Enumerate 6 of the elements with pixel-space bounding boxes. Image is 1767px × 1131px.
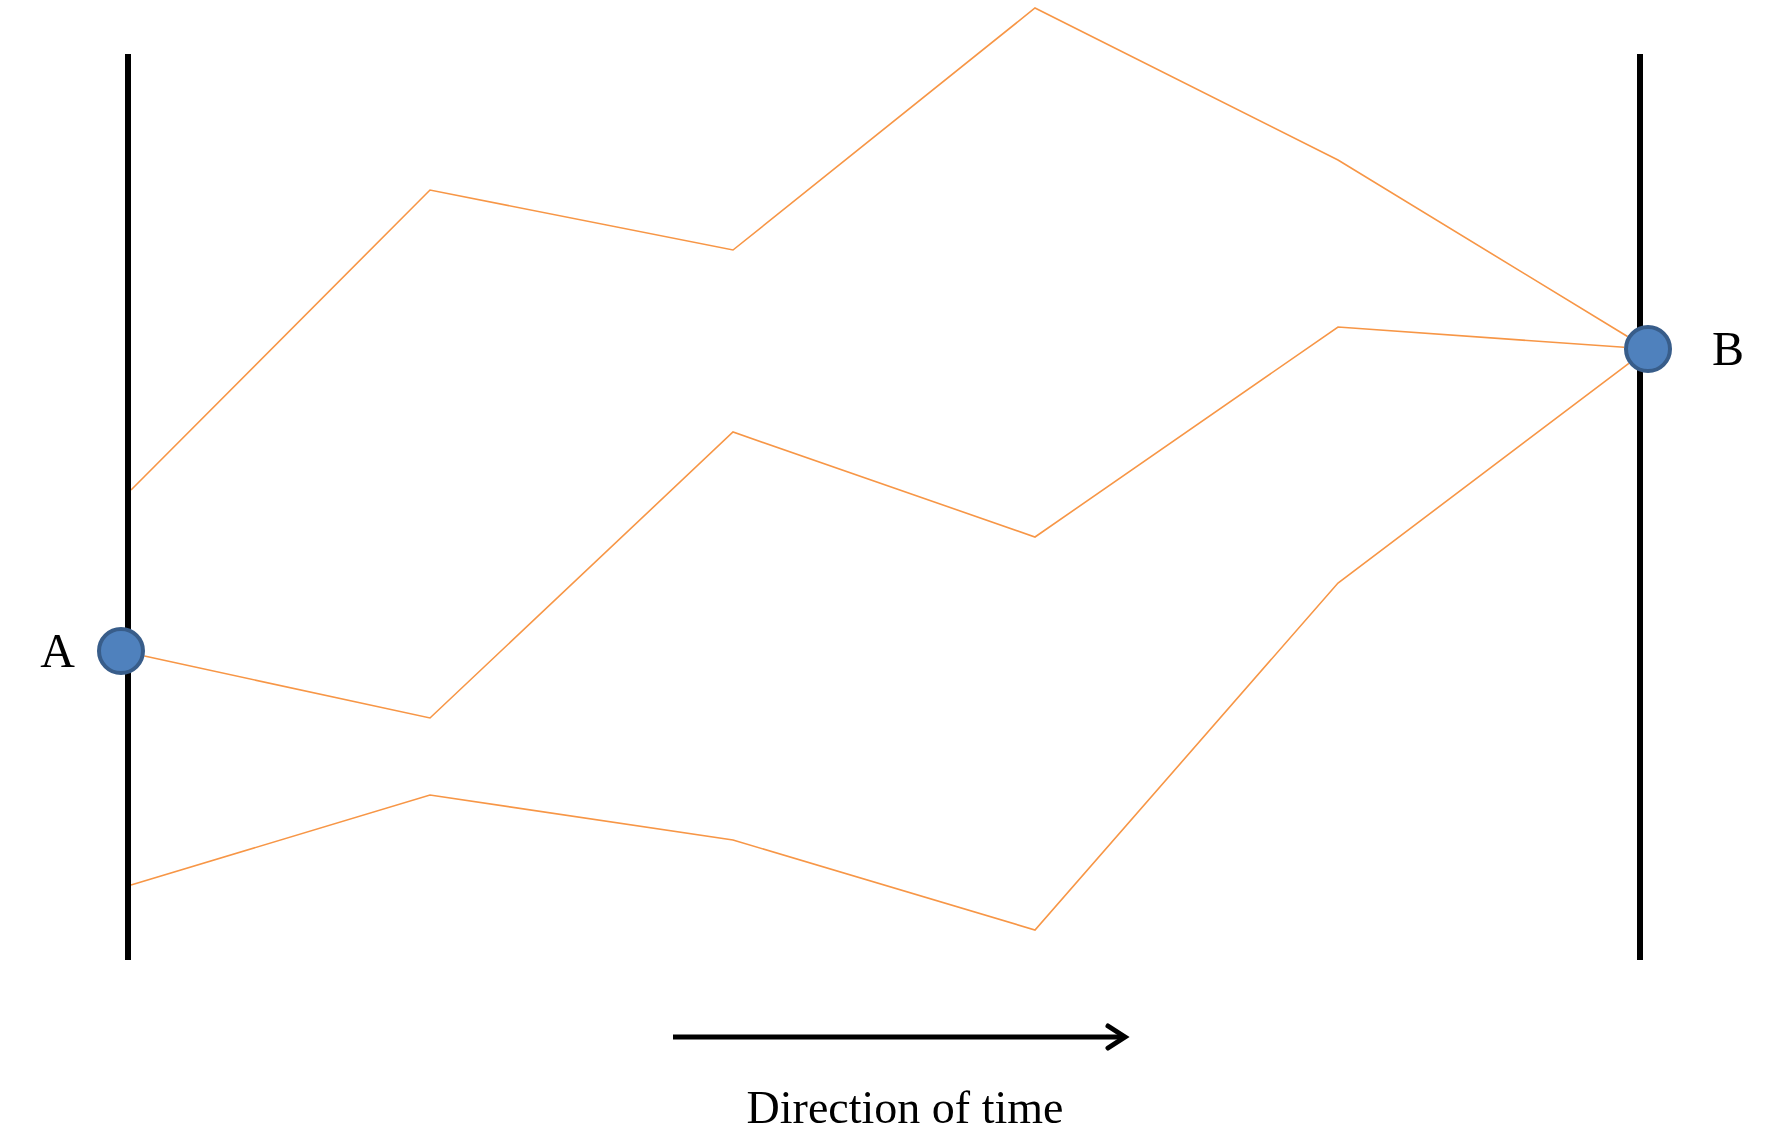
- path-line: [130, 362, 1630, 931]
- point-label: B: [1712, 325, 1744, 373]
- vertical-bar: [1637, 54, 1643, 960]
- vertical-bar: [125, 54, 131, 960]
- axis-caption: Direction of time: [746, 1085, 1064, 1131]
- point-label: A: [40, 627, 75, 675]
